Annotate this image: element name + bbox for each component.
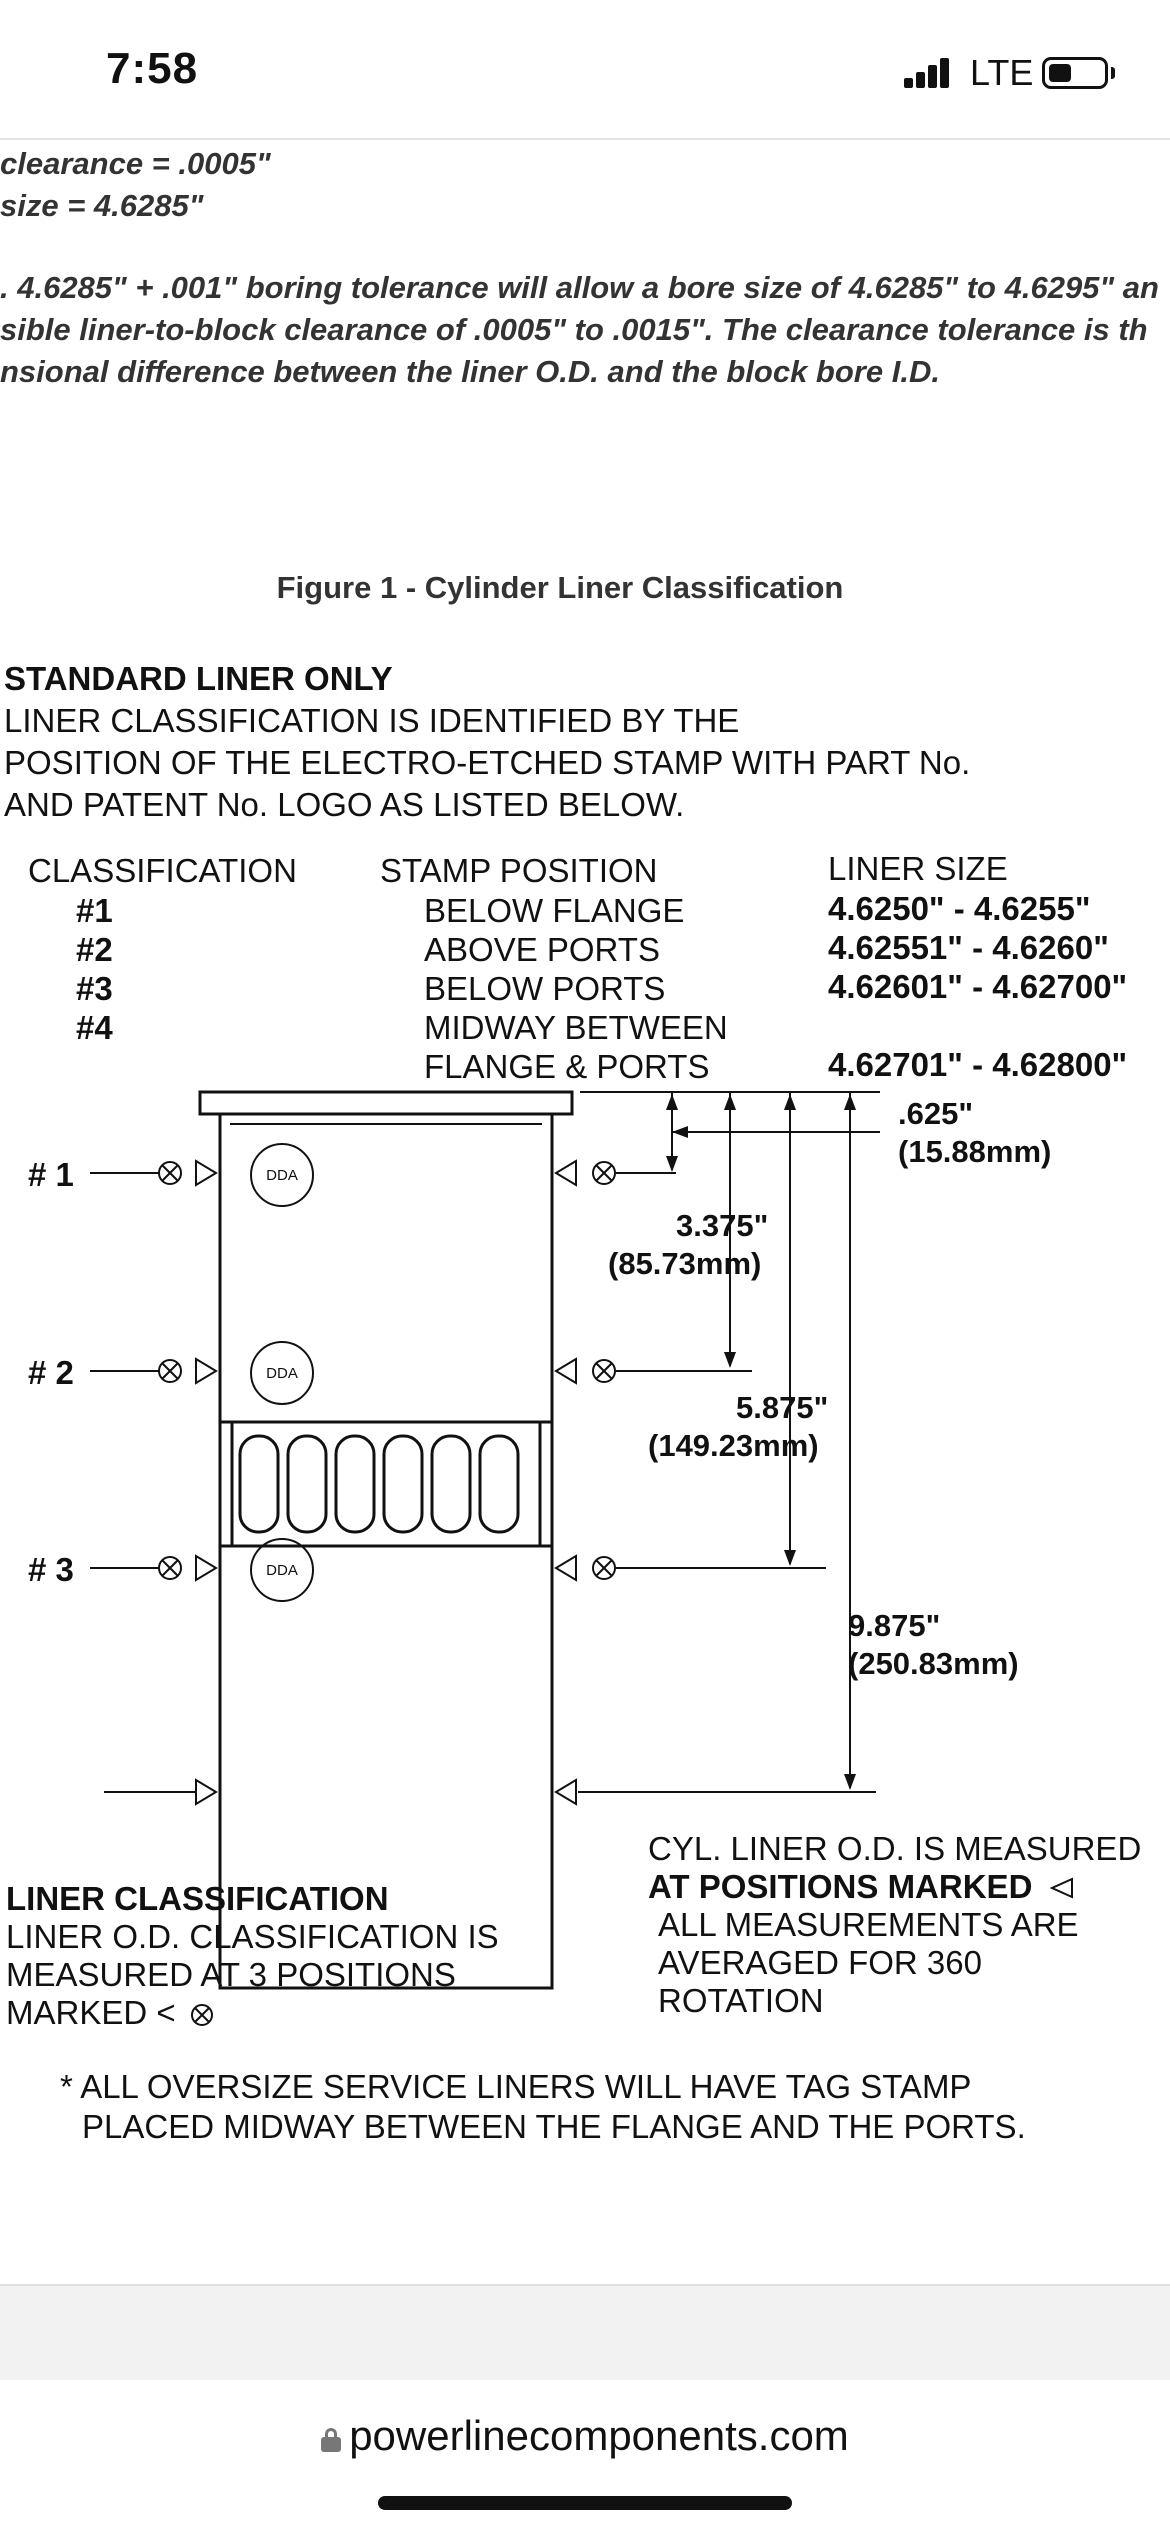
right-note-line-4: AVERAGED FOR 360 — [658, 1944, 982, 1981]
label-class-3: # 3 — [28, 1551, 74, 1588]
battery-nub — [1111, 67, 1115, 79]
signal-bars-icon — [904, 58, 952, 88]
home-indicator[interactable] — [378, 2496, 792, 2510]
stamp-text-1: DDA — [266, 1167, 298, 1184]
row-3-class: #3 — [76, 970, 113, 1007]
text-size: size = 4.6285" — [0, 188, 204, 223]
port — [334, 1434, 376, 1534]
port — [238, 1434, 280, 1534]
figure-heading: STANDARD LINER ONLY — [4, 660, 393, 697]
right-note-line-2: AT POSITIONS MARKED — [648, 1868, 1033, 1905]
row-4-size: 4.62701" - 4.62800" — [828, 1046, 1128, 1083]
status-bar: 7:58 LTE — [0, 0, 1170, 140]
header-liner-size: LINER SIZE — [828, 850, 1008, 887]
dim-9875-mm: (250.83mm) — [848, 1646, 1019, 1681]
intro-line-3: AND PATENT No. LOGO AS LISTED BELOW. — [4, 786, 685, 823]
figure-title: Figure 1 - Cylinder Liner Classification — [276, 570, 844, 605]
row-2-class: #2 — [76, 931, 113, 968]
left-note-line-2: MEASURED AT 3 POSITIONS — [6, 1956, 456, 1993]
footnote-line-1: * ALL OVERSIZE SERVICE LINERS WILL HAVE … — [60, 2068, 972, 2105]
intro-line-2: POSITION OF THE ELECTRO-ETCHED STAMP WIT… — [4, 744, 971, 781]
header-classification: CLASSIFICATION — [28, 852, 297, 889]
dim-3375-in: 3.375" — [676, 1208, 769, 1243]
row-2-position: ABOVE PORTS — [424, 931, 660, 968]
row-1-class: #1 — [76, 892, 113, 929]
row-4-position-2: FLANGE & PORTS — [424, 1048, 710, 1085]
document-view[interactable]: clearance = .0005" size = 4.6285" . 4.62… — [0, 140, 1170, 2280]
dim-625-mm: (15.88mm) — [898, 1134, 1052, 1169]
right-note-line-5: ROTATION — [658, 1982, 824, 2019]
stamp-text-2: DDA — [266, 1365, 298, 1382]
row-4-position: MIDWAY BETWEEN — [424, 1009, 728, 1046]
open-triangle-icon — [1049, 1877, 1073, 1899]
liner-lower-body — [218, 1544, 554, 1990]
dim-9875-in: 9.875" — [848, 1608, 941, 1643]
footnote-line-2: PLACED MIDWAY BETWEEN THE FLANGE AND THE… — [82, 2108, 1026, 2145]
dim-625-in: .625" — [898, 1096, 974, 1131]
dda-stamp-3 — [250, 1538, 314, 1602]
intro-line-1: LINER CLASSIFICATION IS IDENTIFIED BY TH… — [4, 702, 740, 739]
row-3-size: 4.62601" - 4.62700" — [828, 968, 1128, 1005]
liner-ports-band — [230, 1420, 542, 1548]
status-time: 7:58 — [106, 44, 199, 93]
row-3-position: BELOW PORTS — [424, 970, 666, 1007]
liner-flange — [198, 1090, 574, 1116]
dim-3375-mm: (85.73mm) — [608, 1246, 762, 1281]
address-bar[interactable]: powerlinecomponents.com — [0, 2380, 1170, 2532]
liner-diagram: DDA DDA DDA — [90, 1090, 880, 1990]
port — [382, 1434, 424, 1534]
row-1-size: 4.6250" - 4.6255" — [828, 890, 1091, 927]
row-1-position: BELOW FLANGE — [424, 892, 685, 929]
crossed-circle-icon — [190, 2004, 213, 2026]
left-note-line-3: MARKED < — [6, 1994, 176, 2031]
dim-5875-mm: (149.23mm) — [648, 1428, 819, 1463]
url-display[interactable]: powerlinecomponents.com — [0, 2412, 1170, 2460]
port — [430, 1434, 472, 1534]
header-stamp-position: STAMP POSITION — [380, 852, 658, 889]
dda-stamp-1 — [250, 1143, 314, 1207]
text-clearance: clearance = .0005" — [0, 146, 271, 181]
lock-icon — [321, 2428, 342, 2452]
network-type: LTE — [970, 52, 1034, 93]
row-2-size: 4.62551" - 4.6260" — [828, 929, 1109, 966]
label-class-1: # 1 — [28, 1156, 74, 1193]
paragraph-line-3: nsional difference between the liner O.D… — [0, 354, 940, 389]
left-note-title: LINER CLASSIFICATION — [6, 1880, 389, 1917]
url-text: powerlinecomponents.com — [349, 2412, 849, 2459]
port — [478, 1434, 520, 1534]
right-note-line-3: ALL MEASUREMENTS ARE — [658, 1906, 1079, 1943]
browser-toolbar — [0, 2284, 1170, 2380]
dim-5875-in: 5.875" — [736, 1390, 829, 1425]
left-note-line-1: LINER O.D. CLASSIFICATION IS — [6, 1918, 499, 1955]
stamp-text-3: DDA — [266, 1562, 298, 1579]
port — [286, 1434, 328, 1534]
paragraph-line-1: . 4.6285" + .001" boring tolerance will … — [0, 270, 1159, 305]
right-note-line-1: CYL. LINER O.D. IS MEASURED — [648, 1830, 1142, 1867]
dda-stamp-2 — [250, 1341, 314, 1405]
label-class-2: # 2 — [28, 1354, 74, 1391]
row-4-class: #4 — [76, 1009, 113, 1046]
battery-icon — [1042, 57, 1108, 89]
paragraph-line-2: sible liner-to-block clearance of .0005"… — [0, 312, 1148, 347]
